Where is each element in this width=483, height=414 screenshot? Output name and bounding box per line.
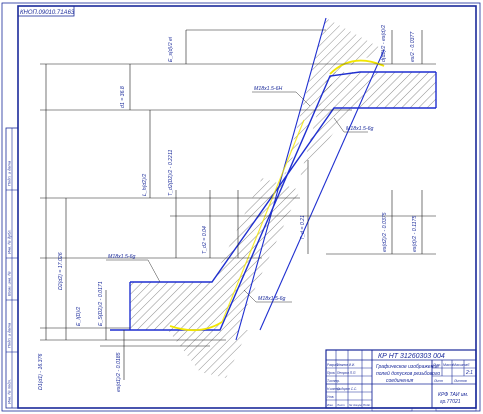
margin-cell-2: Подп. и дата — [7, 322, 12, 348]
margin-cell-4: Инв. № дубл. — [7, 229, 12, 254]
label-thread-d: M18x1.5-6g — [258, 296, 286, 302]
margin-cell-3: Взам. инв. № — [7, 271, 12, 296]
lit-label: Лит. — [432, 363, 441, 367]
label-mid-right-1: es(d2)/2 - 0.0375 — [382, 212, 388, 252]
top-stamp-text: КНОП.09010.71А63 — [20, 10, 75, 16]
title-line-2: полей допусков резьбового — [376, 370, 440, 377]
label-mid-center2: T_d = 0.21 — [300, 215, 306, 240]
label-left-top-vertical: d1 = 36.8 — [120, 86, 126, 108]
sheet-label: Лист — [433, 379, 443, 383]
inner-frame — [17, 5, 477, 409]
label-bottom-mid: es(d1)/2 - 0.0185 — [116, 352, 122, 392]
hatch-upper-shelf — [300, 72, 436, 178]
profile-inner — [130, 107, 436, 283]
row-4: Подп. — [363, 403, 371, 407]
label-mid-left-2: T_d2(D2)/2 - 0.2211 — [168, 150, 174, 196]
left-margin: Инв. № подл. Подп. и дата Взам. инв. № И… — [5, 127, 19, 409]
org-line-1: КРФ ТАИ им. — [438, 392, 468, 398]
role-2: Пров. — [327, 371, 336, 375]
org-line-2: гр.77021 — [440, 399, 461, 405]
title-block: КР НТ 31260303 004 Графическое изображен… — [325, 349, 477, 409]
annotations: E_s(d)/2 ei d(d2)/2 - es(d)/2 es/2 - 0.0… — [38, 25, 418, 392]
role-5: Утв. — [327, 395, 334, 399]
margin-cell-5: Подп. и дата — [7, 160, 12, 186]
title-line-1: Графическое изображение — [376, 364, 439, 370]
label-thread-c: M18x1.5-6g — [108, 254, 136, 260]
label-top-right-es: es/2 - 0.0377 — [410, 31, 416, 62]
name-2: Петров П.П. — [337, 371, 356, 375]
label-left-long: D2(d2) = 17.026 — [58, 252, 64, 290]
mass-label: Масса — [443, 363, 453, 367]
row-3: № докум. — [349, 403, 362, 407]
scale-value: 2:1 — [465, 370, 473, 376]
role-1: Разраб. — [327, 363, 339, 367]
label-top-right-d: d(d2)/2 - es(d)/2 — [381, 25, 387, 62]
role-4: Н.контр. — [327, 387, 341, 391]
profile-near-flank — [259, 49, 385, 331]
label-thread-b: M18x1.5-6g — [346, 126, 374, 132]
flank-arc — [221, 119, 305, 323]
label-left-lower-1: E_I(D)/2 — [76, 307, 82, 326]
hatch-lower-wedge — [168, 330, 248, 378]
label-top-esdi: E_s(d)/2 ei — [168, 36, 174, 62]
label-mid-right-2: es(d)/2 - 0.1175 — [412, 216, 418, 252]
top-stamp: КНОП.09010.71А63 — [17, 5, 75, 17]
label-left-lower-3: D1(d1) - 16.376 — [38, 354, 44, 390]
profile-far-flank — [235, 17, 327, 341]
margin-cell-1: Инв. № подл. — [7, 379, 12, 404]
label-mid-center: T_d2 = 0.04 — [202, 226, 208, 254]
doc-code: КР НТ 31260303 004 — [378, 353, 445, 360]
label-thread-a: M18x1.5-6H — [254, 86, 283, 92]
name-1: Иванов И.И. — [337, 363, 355, 367]
label-left-lower-2: E_S(D2)/2 - 0.0171 — [98, 281, 104, 326]
thread-diagram — [40, 17, 437, 380]
row-2: Лист — [336, 403, 345, 407]
row-1: Изм. — [327, 403, 334, 407]
hatch-upper-right — [283, 18, 384, 180]
root-arc-bottom — [169, 321, 223, 332]
scale-label: Масштаб — [453, 363, 470, 367]
label-mid-left-1: L_h(d2)/2 — [142, 174, 148, 196]
title-line-3: соединения — [386, 378, 414, 384]
bottom-cells — [371, 407, 477, 412]
sheets-label: Листов — [453, 379, 467, 383]
role-3: Т.контр. — [327, 379, 340, 383]
name-4: Сидоров С.С. — [337, 387, 357, 391]
